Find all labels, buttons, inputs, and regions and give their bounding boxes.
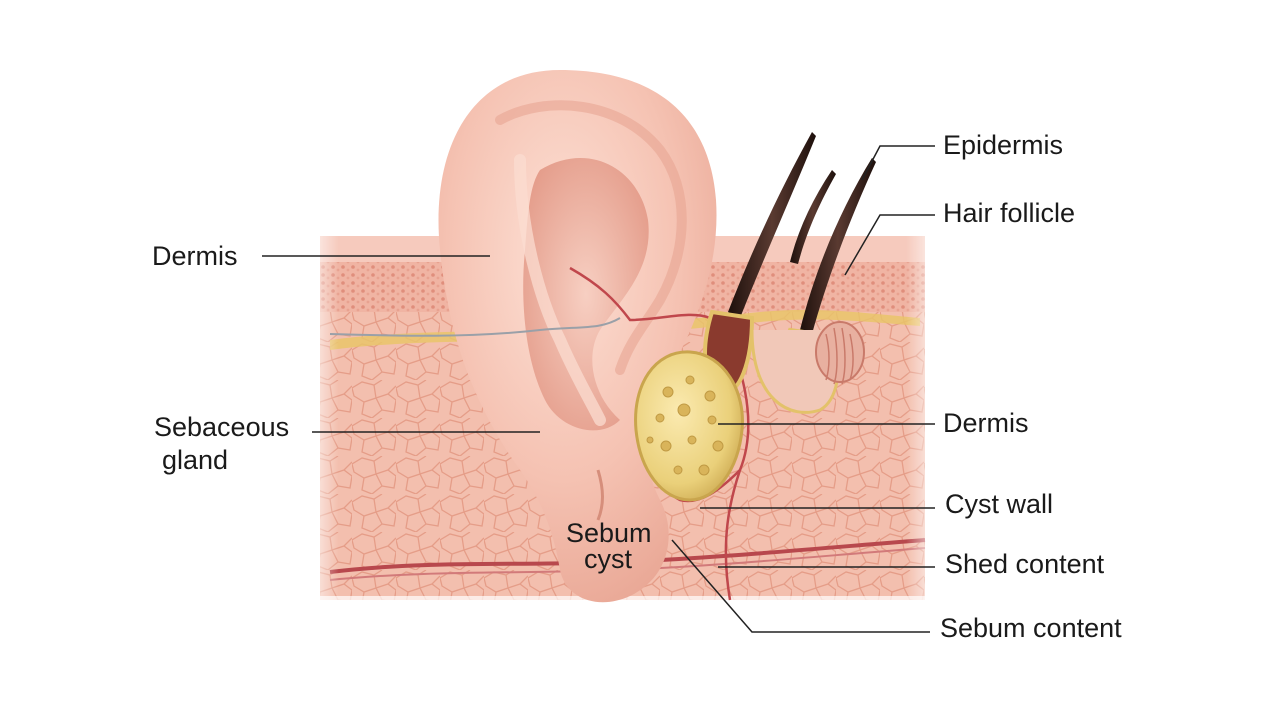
sebum-content-globules — [646, 375, 724, 476]
label-sebum-content: Sebum content — [940, 613, 1122, 643]
hair-shaft-2 — [790, 170, 836, 264]
label-sebaceous-gland-line2: gland — [162, 445, 229, 475]
label-hair-follicle: Hair follicle — [943, 198, 1076, 228]
sebum-cyst — [634, 350, 744, 502]
ear-lobe-crease — [596, 469, 604, 521]
leader-epidermis — [861, 145, 935, 181]
leader-hair-follicle — [844, 214, 935, 276]
label-sebum-cyst-line2: cyst — [584, 544, 633, 574]
sebaceous-lobule — [815, 321, 865, 383]
ear-antihelix — [514, 154, 606, 426]
bottom-fade — [320, 596, 925, 612]
sebaceous-lobule-lines — [825, 327, 854, 385]
vessel-1 — [569, 266, 711, 322]
ear-helix-fold — [495, 100, 687, 375]
label-sebaceous-gland-line1: Sebaceous — [154, 412, 290, 442]
ear-concha — [523, 158, 649, 431]
cyst-wall — [634, 350, 744, 502]
leader-lines — [262, 145, 935, 633]
label-dermis-left: Dermis — [152, 241, 238, 271]
label-shed-content: Shed content — [945, 549, 1105, 579]
nerve — [329, 317, 621, 337]
leader-sebum-content — [671, 539, 930, 633]
label-dermis-right: Dermis — [943, 408, 1029, 438]
hair-shaft-1 — [728, 132, 816, 318]
label-cyst-wall: Cyst wall — [945, 489, 1054, 519]
hair-shaft-3 — [800, 158, 876, 334]
label-sebum-cyst-line1: Sebum — [566, 518, 652, 548]
label-epidermis: Epidermis — [943, 130, 1064, 160]
